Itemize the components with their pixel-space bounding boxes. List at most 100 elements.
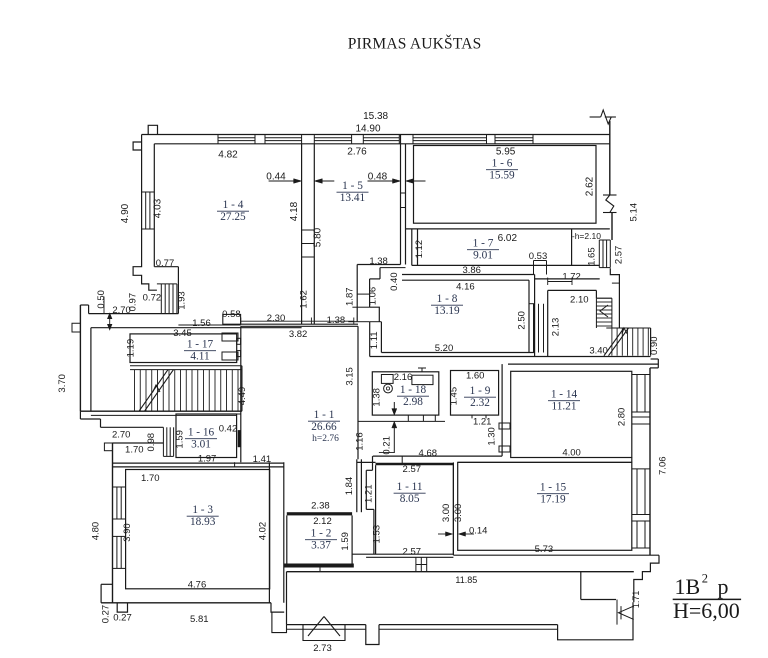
svg-text:1 - 17: 1 - 17 (187, 339, 214, 351)
svg-text:0.58: 0.58 (222, 309, 241, 320)
svg-text:4.68: 4.68 (419, 448, 438, 459)
svg-text:2.76: 2.76 (347, 147, 367, 158)
svg-text:1 - 9: 1 - 9 (470, 385, 491, 397)
svg-text:2.98: 2.98 (403, 396, 423, 408)
svg-text:2.10: 2.10 (570, 295, 589, 306)
svg-text:0.40: 0.40 (389, 272, 400, 291)
svg-text:1B: 1B (675, 574, 701, 599)
svg-text:1.87: 1.87 (344, 287, 355, 306)
svg-text:1.70: 1.70 (125, 444, 144, 455)
svg-text:3.86: 3.86 (462, 265, 481, 276)
svg-text:4.82: 4.82 (218, 150, 238, 161)
svg-text:2.16: 2.16 (394, 372, 413, 383)
svg-text:2.57: 2.57 (403, 546, 422, 557)
svg-text:0.42: 0.42 (219, 423, 238, 434)
svg-text:1.71: 1.71 (631, 591, 641, 609)
svg-text:13.41: 13.41 (340, 192, 365, 204)
svg-text:5.81: 5.81 (190, 614, 209, 625)
svg-text:11.21: 11.21 (552, 400, 577, 412)
svg-text:18.93: 18.93 (190, 516, 216, 528)
svg-text:26.66: 26.66 (311, 421, 337, 433)
svg-text:2.70: 2.70 (112, 305, 131, 316)
svg-text:3.45: 3.45 (173, 328, 192, 339)
svg-text:1.38: 1.38 (372, 388, 383, 407)
svg-text:1.12: 1.12 (414, 240, 425, 259)
svg-text:4.11: 4.11 (190, 350, 209, 362)
svg-text:1.16: 1.16 (355, 432, 366, 451)
svg-text:4.02: 4.02 (257, 522, 268, 541)
svg-text:1.41: 1.41 (253, 454, 272, 465)
svg-text:5.14: 5.14 (629, 203, 640, 222)
svg-text:H=6,00: H=6,00 (673, 598, 740, 623)
svg-text:1.21: 1.21 (473, 417, 492, 428)
svg-text:1.84: 1.84 (344, 477, 355, 496)
svg-text:3.90: 3.90 (122, 523, 133, 542)
svg-text:1.65: 1.65 (586, 247, 597, 266)
svg-text:2: 2 (702, 572, 708, 586)
svg-text:4.49: 4.49 (237, 387, 248, 406)
svg-text:2.13: 2.13 (551, 318, 562, 337)
svg-text:14.90: 14.90 (355, 124, 380, 135)
svg-text:0.44: 0.44 (266, 172, 286, 183)
svg-text:1.93: 1.93 (177, 291, 188, 310)
svg-text:1 - 7: 1 - 7 (473, 238, 494, 250)
svg-text:4.00: 4.00 (562, 447, 581, 458)
svg-text:5.73: 5.73 (535, 544, 554, 555)
svg-text:2.12: 2.12 (313, 516, 332, 527)
svg-text:17.19: 17.19 (540, 493, 566, 505)
svg-text:3.82: 3.82 (289, 329, 308, 340)
svg-text:3.40: 3.40 (589, 346, 608, 357)
svg-text:1 - 1: 1 - 1 (314, 409, 335, 421)
svg-text:3.70: 3.70 (57, 374, 68, 393)
svg-text:0.14: 0.14 (469, 525, 488, 536)
svg-text:4.76: 4.76 (188, 580, 207, 591)
svg-text:0.53: 0.53 (529, 251, 548, 262)
svg-text:2.73: 2.73 (313, 643, 332, 653)
svg-text:4.90: 4.90 (120, 203, 131, 223)
svg-text:1 - 16: 1 - 16 (188, 427, 215, 439)
svg-text:1.62: 1.62 (299, 290, 310, 309)
svg-text:0.98: 0.98 (146, 433, 157, 452)
svg-text:0.21: 0.21 (382, 436, 393, 455)
svg-text:1.72: 1.72 (562, 271, 581, 282)
svg-text:1.70: 1.70 (141, 473, 160, 484)
svg-text:2.62: 2.62 (584, 176, 595, 196)
svg-text:1.06: 1.06 (368, 287, 379, 306)
svg-text:1 - 5: 1 - 5 (342, 180, 363, 192)
svg-text:0.90: 0.90 (649, 336, 660, 355)
svg-text:1 - 8: 1 - 8 (437, 293, 458, 305)
svg-text:1.45: 1.45 (448, 387, 459, 406)
svg-text:2.50: 2.50 (516, 311, 527, 330)
svg-text:1.97: 1.97 (198, 454, 217, 465)
svg-text:PIRMAS AUKŠTAS: PIRMAS AUKŠTAS (348, 35, 482, 52)
svg-text:5.80: 5.80 (313, 227, 324, 247)
svg-text:0.50: 0.50 (96, 290, 107, 309)
svg-text:3.00: 3.00 (441, 504, 452, 523)
svg-text:5.95: 5.95 (496, 147, 516, 158)
svg-text:-h=2.10: -h=2.10 (572, 231, 601, 241)
svg-text:5.20: 5.20 (435, 343, 454, 354)
svg-text:1.60: 1.60 (466, 371, 485, 382)
svg-text:2.30: 2.30 (267, 313, 286, 324)
svg-text:2.38: 2.38 (311, 501, 330, 512)
svg-text:3.37: 3.37 (311, 539, 331, 551)
svg-text:0.77: 0.77 (156, 258, 175, 269)
svg-text:0.72: 0.72 (143, 293, 162, 304)
svg-text:11.85: 11.85 (455, 575, 477, 585)
svg-text:1 - 6: 1 - 6 (492, 158, 513, 170)
svg-text:0.27: 0.27 (100, 605, 111, 624)
svg-text:1 - 11: 1 - 11 (397, 481, 423, 493)
svg-text:2.80: 2.80 (616, 408, 627, 427)
svg-text:2.57: 2.57 (403, 464, 422, 475)
svg-text:1 - 2: 1 - 2 (311, 528, 332, 540)
svg-text:0.48: 0.48 (368, 172, 388, 183)
svg-text:8.05: 8.05 (400, 493, 420, 505)
svg-text:1.56: 1.56 (192, 318, 211, 329)
svg-text:2.70: 2.70 (112, 429, 131, 440)
svg-text:0.27: 0.27 (113, 613, 132, 624)
svg-text:1.53: 1.53 (372, 525, 383, 544)
svg-text:2.32: 2.32 (470, 397, 490, 409)
svg-text:1 - 3: 1 - 3 (192, 504, 213, 516)
svg-text:1.30: 1.30 (487, 427, 498, 446)
svg-text:4.03: 4.03 (153, 198, 164, 218)
